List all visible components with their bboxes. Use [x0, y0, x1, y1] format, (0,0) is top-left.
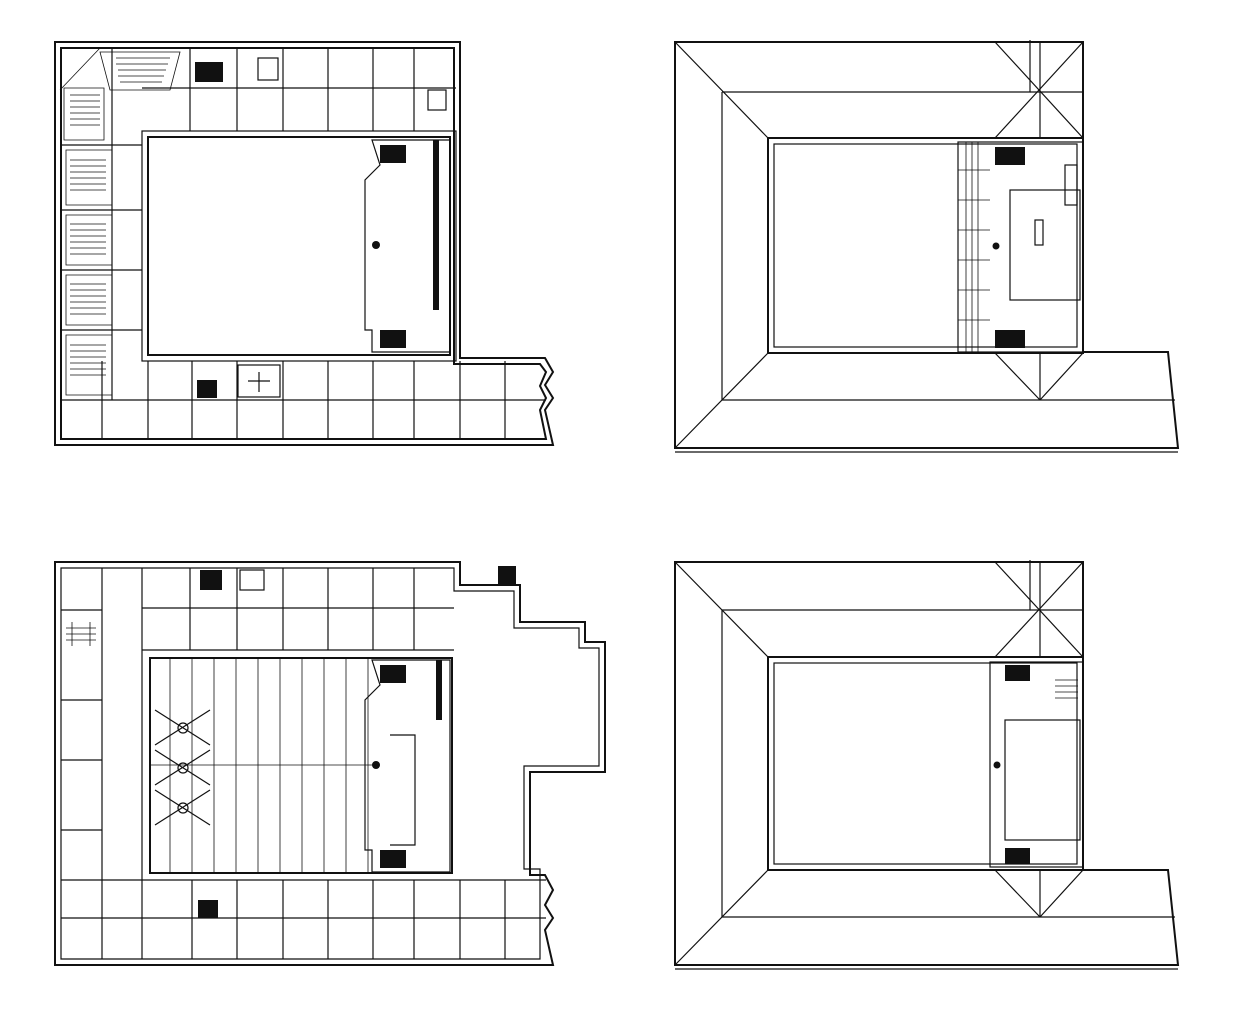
hip-lines: [674, 560, 1175, 966]
perimeter-rooms: [61, 568, 546, 959]
upper-volume: [957, 141, 1084, 353]
upper-volume: [989, 661, 1084, 868]
roof-outline: [674, 561, 1180, 966]
plan-bottom-right: [674, 560, 1180, 970]
cross-bracing: [154, 709, 211, 826]
outer-wall: [54, 561, 606, 966]
covered-hall: [149, 657, 453, 874]
stair-cores: [66, 566, 516, 918]
outer-wall: [54, 41, 555, 446]
hip-lines: [674, 40, 1175, 449]
left-wing-walls: [61, 48, 142, 400]
stage-block: [364, 139, 451, 353]
roof-courtyard: [767, 656, 1084, 871]
roof-outline: [674, 41, 1180, 449]
lecture-hall-seating: [59, 47, 181, 396]
courtyard-corridor: [141, 130, 457, 362]
bottom-rooms: [61, 361, 546, 439]
stage-block: [364, 659, 451, 873]
top-rooms: [142, 48, 456, 131]
plan-top-right: [674, 40, 1180, 453]
plan-top-left: [54, 41, 555, 446]
outer-wall-inner-line: [60, 47, 548, 440]
courtyard: [147, 136, 451, 356]
plan-bottom-left: [54, 561, 606, 966]
stair-cores: [195, 57, 447, 398]
